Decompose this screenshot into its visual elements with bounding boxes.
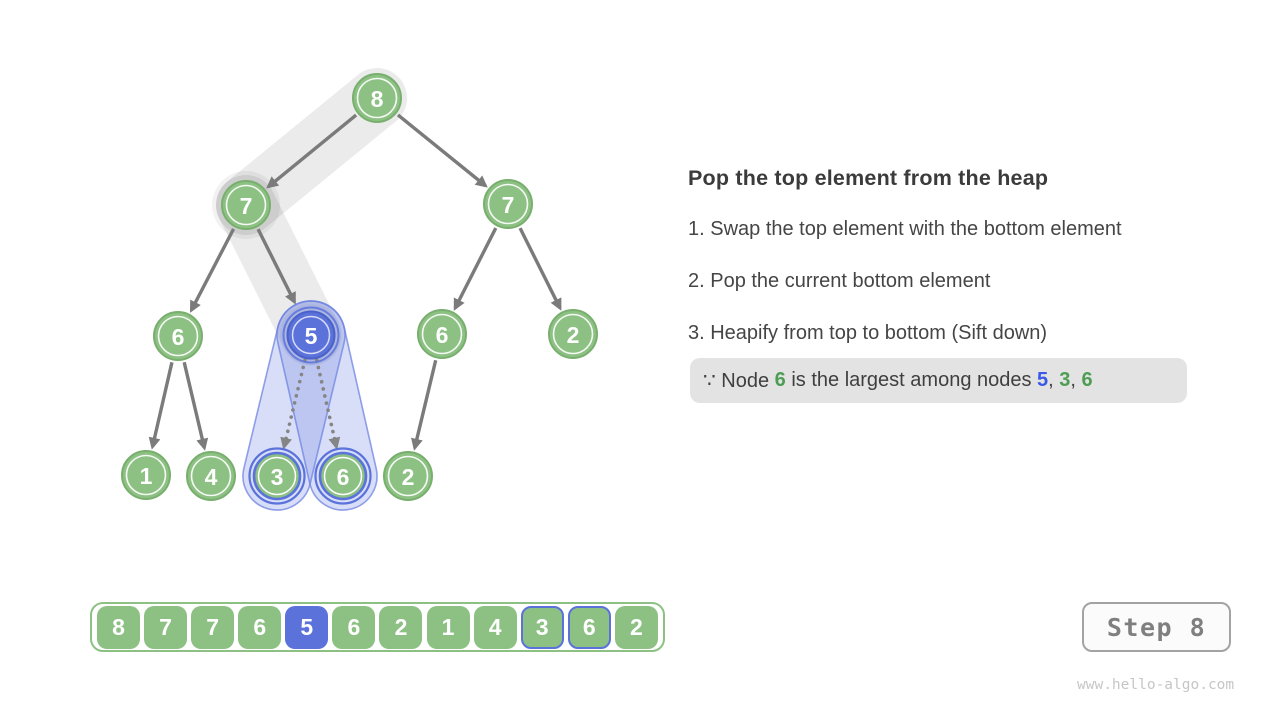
tree-node-4: 4 — [186, 451, 236, 501]
instruction-step-1: 1. Swap the top element with the bottom … — [688, 218, 1122, 240]
step-counter-button[interactable]: Step 8 — [1082, 602, 1231, 652]
node-value: 6 — [337, 464, 350, 490]
tree-node-8: 8 — [352, 73, 402, 123]
array-cell: 2 — [379, 605, 423, 649]
tree-edge — [396, 113, 488, 188]
array-cell: 6 — [567, 605, 611, 649]
tree-edge — [411, 359, 438, 451]
array-cell: 7 — [144, 605, 188, 649]
node-value: 6 — [436, 322, 449, 348]
reason-note: ∵ Node 6 is the largest among nodes 5, 3… — [690, 358, 1187, 403]
tree-edge — [182, 361, 209, 451]
tree-node-7: 7 — [483, 179, 533, 229]
compare-arrow — [314, 358, 341, 450]
note-segment: is the largest among nodes — [785, 369, 1038, 391]
array-cell: 2 — [614, 605, 658, 649]
node-value: 5 — [305, 323, 318, 349]
note-segment: 5 — [1037, 369, 1049, 391]
tree-edge — [453, 227, 498, 311]
node-value: 2 — [402, 464, 415, 490]
array-cell: 8 — [97, 605, 140, 649]
node-value: 8 — [371, 86, 384, 112]
array-cell: 6 — [238, 605, 282, 649]
note-segment: , — [1048, 369, 1060, 391]
tree-node-3: 3 — [248, 447, 306, 505]
compare-arrow — [280, 358, 307, 450]
array-cell: 7 — [191, 605, 235, 649]
note-segment: 3 — [1059, 369, 1071, 391]
node-value: 4 — [205, 464, 218, 490]
tree-node-7: 7 — [221, 180, 271, 230]
node-value: 7 — [240, 193, 253, 219]
node-value: 3 — [271, 464, 284, 490]
note-segment: 6 — [1081, 369, 1093, 391]
tree-node-6: 6 — [314, 447, 372, 505]
note-segment: , — [1070, 369, 1082, 391]
node-value: 2 — [567, 322, 580, 348]
tree-edge — [518, 227, 562, 311]
node-value: 7 — [502, 192, 515, 218]
tree-edge — [256, 228, 296, 305]
note-segment: ∵ Node — [703, 370, 775, 392]
note-segment: 6 — [774, 369, 786, 391]
explanation-panel: Pop the top element from the heap 1. Swa… — [688, 166, 1228, 373]
tree-edge — [266, 113, 358, 189]
array-cell: 6 — [332, 605, 376, 649]
instruction-step-2: 2. Pop the current bottom element — [688, 270, 991, 292]
array-cell: 3 — [520, 605, 564, 649]
tree-node-5: 5 — [282, 306, 340, 364]
array-cell: 5 — [285, 605, 329, 649]
tree-node-6: 6 — [153, 311, 203, 361]
tree-node-6: 6 — [417, 309, 467, 359]
tree-node-2: 2 — [548, 309, 598, 359]
instruction-step-3: 3. Heapify from top to bottom (Sift down… — [688, 322, 1048, 344]
tree-edge — [189, 228, 236, 313]
panel-title: Pop the top element from the heap — [688, 166, 1049, 190]
tree-edge — [148, 361, 174, 450]
array-cell: 4 — [473, 605, 517, 649]
tree-node-2: 2 — [383, 451, 433, 501]
tree-node-1: 1 — [121, 450, 171, 500]
website-url: www.hello-algo.com — [1077, 677, 1235, 693]
node-value: 6 — [172, 324, 185, 350]
heap-tree-diagram: 8 7 7 6 5 6 2 1 4 3 6 2 — [121, 68, 598, 511]
node-value: 1 — [140, 463, 153, 489]
array-cell: 1 — [426, 605, 470, 649]
